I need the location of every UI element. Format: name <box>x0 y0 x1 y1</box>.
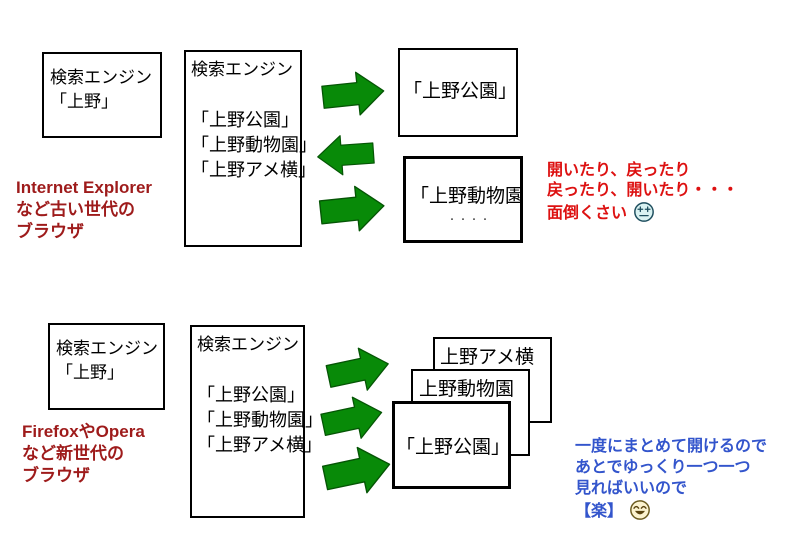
engine-title: 検索エンジン <box>197 335 299 354</box>
arrow-right-icon <box>321 71 385 116</box>
arrow-right-icon <box>321 446 391 494</box>
query-keyword: 「上野」 <box>50 92 118 111</box>
page-title: 「上野公園」 <box>403 81 518 102</box>
label-line: ブラウザ <box>16 222 84 241</box>
result-link: 「上野動物園」 <box>197 410 323 430</box>
query-keyword: 「上野」 <box>56 363 124 382</box>
result-link: 「上野アメ横」 <box>191 160 317 180</box>
bottom-note: 一度にまとめて開けるので あとでゆっくり一つ一つ 見ればいいので 【楽】 <box>575 436 767 522</box>
label-line: Internet Explorer <box>16 178 153 197</box>
page-title: 「上野動物園 <box>410 186 523 207</box>
query-text: 検索エンジン <box>50 68 152 87</box>
bottom-engine-results-box: 検索エンジン 「上野公園」 「上野動物園」 「上野アメ横」 <box>190 325 323 518</box>
note-line: 一度にまとめて開けるので <box>575 438 768 455</box>
label-line: ブラウザ <box>22 466 90 485</box>
page-title: 上野アメ横 <box>440 347 535 368</box>
top-browser-label: Internet Explorer など古い世代の ブラウザ <box>16 177 152 243</box>
note-line: 見ればいいので <box>575 480 688 497</box>
top-engine-results-box: 検索エンジン 「上野公園」 「上野動物園」 「上野アメ横」 <box>184 50 317 247</box>
result-link: 「上野公園」 <box>191 110 299 130</box>
ellipsis-dots: ・・・・ <box>448 215 492 224</box>
stacked-window-front: 「上野公園」 <box>392 401 511 489</box>
note-line: 【楽】 <box>575 503 624 520</box>
top-note: 開いたり、戻ったり 戻ったり、開いたり・・・ 面倒くさい <box>547 161 738 224</box>
page-title: 「上野公園」 <box>396 437 511 458</box>
label-line: FirefoxやOpera <box>22 422 145 441</box>
result-link: 「上野公園」 <box>197 385 305 405</box>
dizzy-face-icon <box>634 202 654 222</box>
result-link: 「上野アメ横」 <box>197 435 323 455</box>
arrow-right-icon <box>318 185 385 232</box>
engine-title: 検索エンジン <box>191 60 293 79</box>
note-line: 開いたり、戻ったり <box>547 162 691 179</box>
arrow-left-icon <box>317 135 375 176</box>
page-title: 上野動物園 <box>419 379 515 400</box>
result-link: 「上野動物園」 <box>191 135 317 155</box>
note-line: 戻ったり、開いたり・・・ <box>547 182 739 199</box>
label-line: など古い世代の <box>16 200 135 219</box>
laughing-face-icon <box>630 500 650 520</box>
arrow-right-icon <box>320 396 383 439</box>
label-line: など新世代の <box>22 444 124 463</box>
top-query-box: 検索エンジン 「上野」 <box>42 52 162 138</box>
top-page-window-1: 「上野公園」 <box>398 48 518 137</box>
bottom-query-box: 検索エンジン 「上野」 <box>48 323 165 410</box>
top-page-window-2: 「上野動物園 ・・・・ <box>403 156 523 243</box>
query-text: 検索エンジン <box>56 339 158 358</box>
bottom-browser-label: FirefoxやOpera など新世代の ブラウザ <box>22 421 145 487</box>
note-line: あとでゆっくり一つ一つ <box>575 459 751 476</box>
arrow-right-icon <box>325 347 389 391</box>
note-line: 面倒くさい <box>547 205 628 222</box>
